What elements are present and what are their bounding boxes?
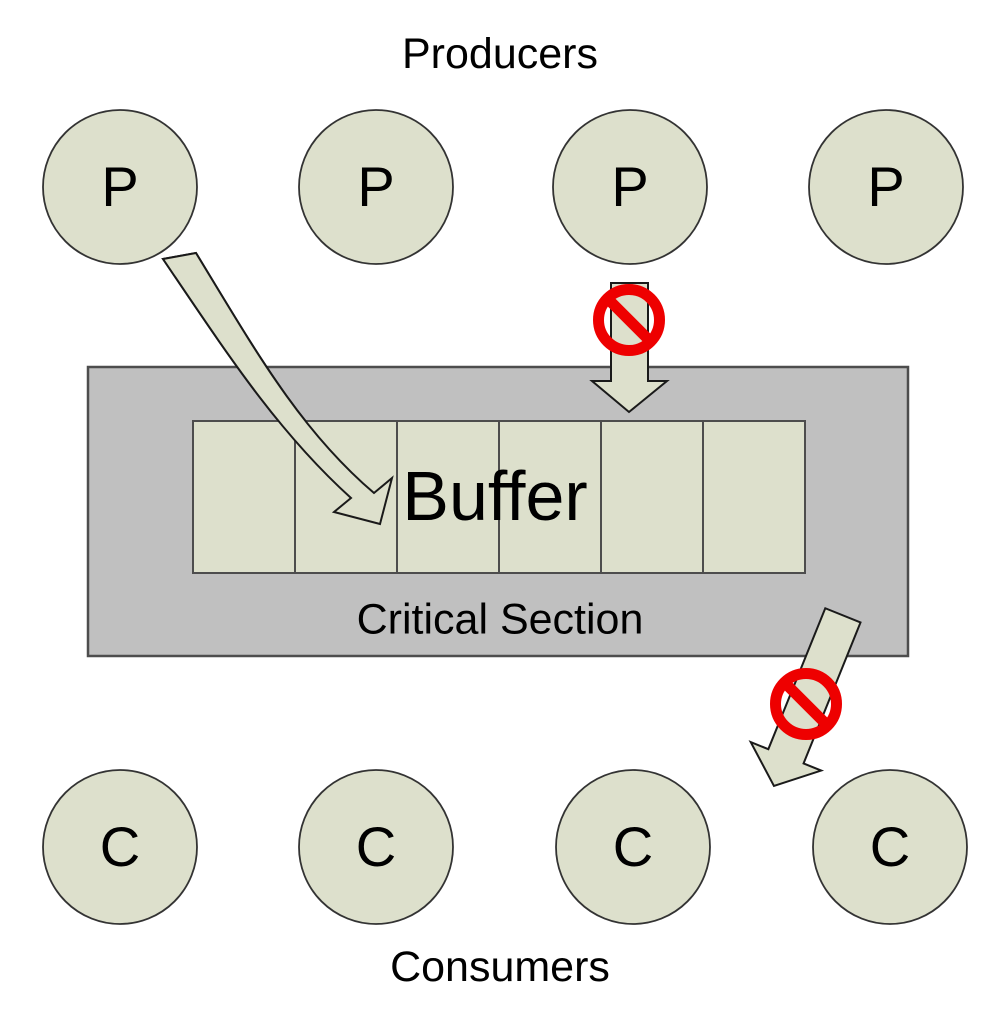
consumer-1-circle[interactable] — [42, 769, 198, 925]
consumer-2-label: C — [355, 815, 397, 878]
buffer-label: Buffer — [402, 457, 588, 535]
arrow-producer-1-head-overlay — [161, 251, 394, 526]
consumer-1-label: C — [99, 815, 141, 878]
critical-section-label: Critical Section — [356, 595, 644, 644]
producer-1-label: P — [101, 155, 139, 218]
buffer-cell-4 — [498, 420, 602, 574]
buffer-cell-5 — [600, 420, 704, 574]
producer-4-circle[interactable] — [808, 109, 964, 265]
no-entry-ring-icon — [770, 668, 842, 740]
buffer-cell-6 — [702, 420, 806, 574]
consumer-3-circle[interactable] — [555, 769, 711, 925]
prohibition-sign-consumer — [770, 668, 842, 740]
producer-2-circle[interactable] — [298, 109, 454, 265]
producer-3-label: P — [611, 155, 649, 218]
consumer-4-circle[interactable] — [812, 769, 968, 925]
producers-title: Producers — [402, 30, 598, 78]
no-entry-slash-icon — [780, 678, 832, 730]
consumer-nodes — [42, 769, 968, 925]
producer-3-circle[interactable] — [552, 109, 708, 265]
consumers-title: Consumers — [390, 943, 610, 991]
no-entry-ring-icon — [593, 284, 665, 356]
producer-1-circle[interactable] — [42, 109, 198, 265]
producer-4-label: P — [867, 155, 905, 218]
buffer-cells — [192, 420, 806, 574]
buffer-cell-3 — [396, 420, 500, 574]
buffer-cell-1 — [192, 420, 296, 574]
consumer-4-label: C — [869, 815, 911, 878]
consumer-3-label: C — [612, 815, 654, 878]
no-entry-slash-icon — [603, 294, 655, 346]
prohibition-sign-producer — [593, 284, 665, 356]
producer-2-label: P — [357, 155, 395, 218]
consumer-2-circle[interactable] — [298, 769, 454, 925]
producer-nodes — [42, 109, 964, 265]
